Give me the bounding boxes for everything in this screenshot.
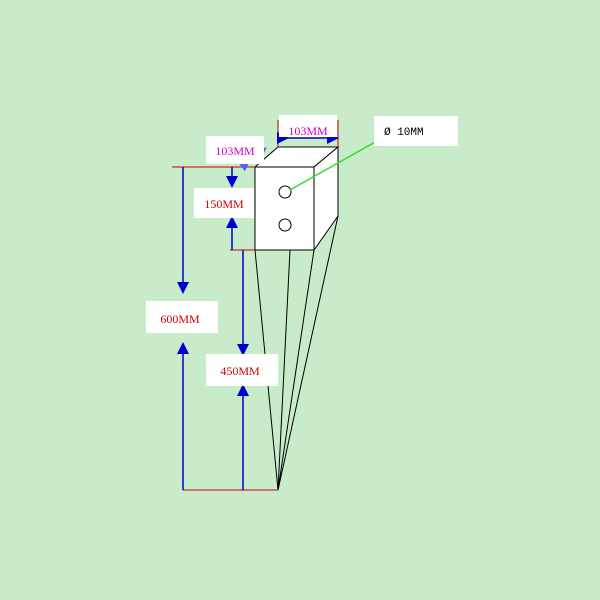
bolt-hole-upper <box>278 185 292 199</box>
width-top-label-box <box>279 115 337 137</box>
total-height-label: 600MM <box>160 312 200 326</box>
spike-length-label: 450MM <box>220 364 260 378</box>
depth-label: 103MM <box>215 144 255 158</box>
spike <box>254 215 339 491</box>
hole-leader-line <box>289 133 391 191</box>
socket-height-label: 150MM <box>204 197 244 211</box>
width-top-label: 103MM <box>288 124 328 138</box>
bolt-hole-lower <box>278 218 292 232</box>
hole-diameter-label: Ø 10MM <box>384 127 424 139</box>
total-height-label-box <box>146 301 218 333</box>
socket-front-face <box>254 166 315 251</box>
spike-length-label-box <box>206 354 278 386</box>
socket-height-label-box <box>194 188 254 218</box>
depth-label-box <box>206 136 264 164</box>
hole-diameter-label-box <box>374 116 458 146</box>
